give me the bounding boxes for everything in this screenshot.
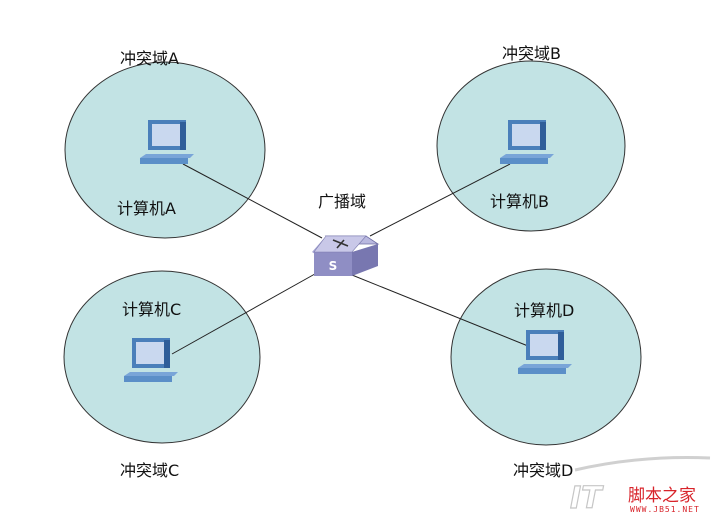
broadcast-domain-label: 广播域 bbox=[318, 192, 367, 211]
collision-domain-b-label: 冲突域B bbox=[502, 44, 561, 63]
computer-c-label: 计算机C bbox=[122, 300, 182, 319]
svg-text:IT: IT bbox=[570, 481, 604, 516]
computer-icon-c bbox=[124, 338, 178, 382]
collision-domain-a-label: 冲突域A bbox=[120, 49, 179, 68]
switch-icon: S bbox=[312, 235, 380, 276]
computer-b-label: 计算机B bbox=[490, 192, 549, 211]
watermark-site-name: 脚本之家 bbox=[628, 486, 696, 506]
computer-icon-d bbox=[518, 330, 572, 374]
link-c bbox=[171, 269, 323, 355]
watermark-url: WWW.JB51.NET bbox=[630, 505, 700, 514]
switch-label: S bbox=[329, 259, 338, 273]
collision-domain-c-label: 冲突域C bbox=[120, 461, 180, 480]
computer-d-label: 计算机D bbox=[514, 301, 575, 320]
computer-icon-b bbox=[500, 120, 554, 164]
computer-a-label: 计算机A bbox=[117, 199, 176, 218]
link-b bbox=[369, 163, 511, 237]
computer-icon-a bbox=[140, 120, 194, 164]
collision-domain-d-label: 冲突域D bbox=[513, 461, 574, 480]
link-d bbox=[351, 274, 529, 347]
watermark-logo: IT bbox=[569, 456, 711, 517]
link-a bbox=[182, 163, 323, 239]
